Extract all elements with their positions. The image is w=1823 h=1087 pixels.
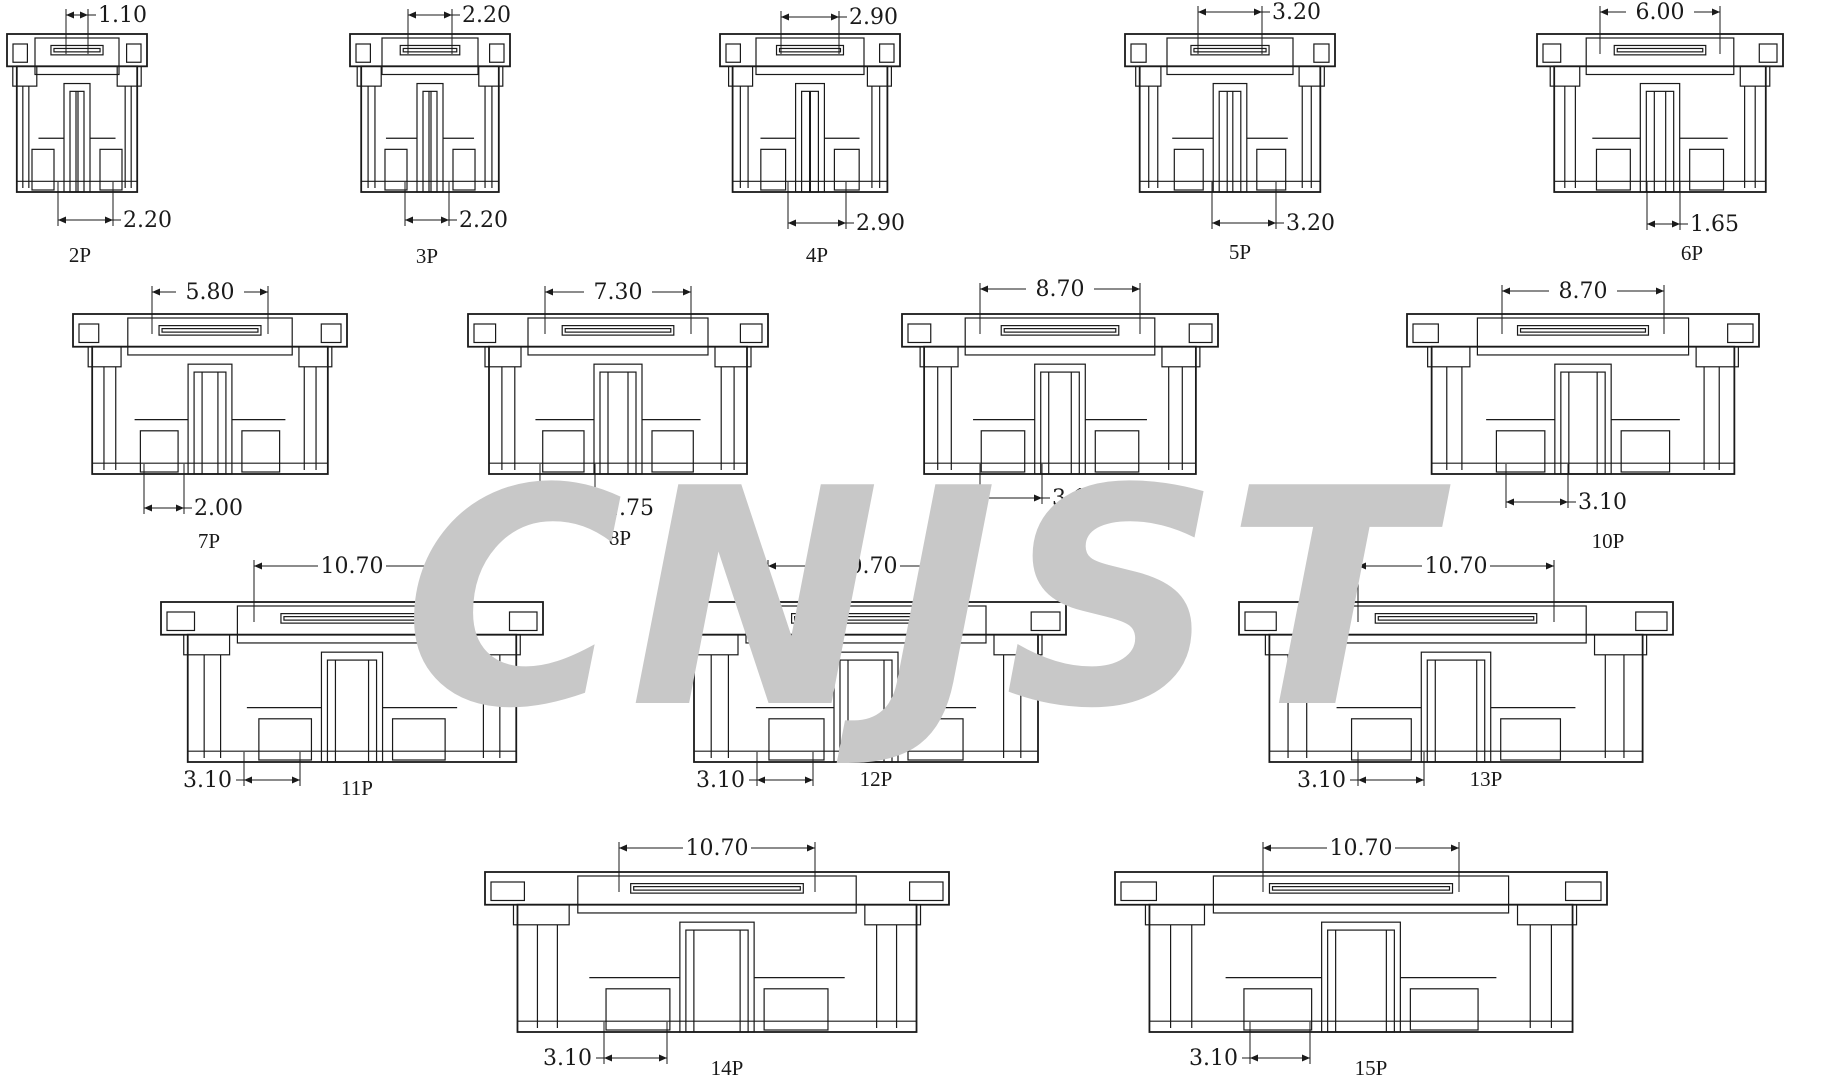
pin-label-4p: 4P [806, 243, 828, 267]
top-dimension-3p: 2.20 [462, 3, 511, 28]
top-dimension-15p: 10.70 [1330, 836, 1393, 861]
connector-2p: 1.10 2.20 2P [6, 3, 172, 267]
bottom-dimension-9p: 3.10 [1052, 486, 1101, 511]
bottom-dimension-3p: 2.20 [459, 208, 508, 233]
connector-4p: 2.90 2.90 4P [719, 5, 905, 267]
pin-label-6p: 6P [1681, 241, 1703, 265]
pin-label-7p: 7P [198, 529, 220, 553]
pin-label-15p: 15P [1355, 1056, 1388, 1080]
connector-5p: 3.20 3.20 5P [1124, 0, 1336, 264]
bottom-dimension-6p: 1.65 [1690, 212, 1739, 237]
pin-label-13p: 13P [1470, 767, 1503, 791]
pin-label-9p: 9P [1063, 524, 1085, 548]
top-dimension-14p: 10.70 [686, 836, 749, 861]
top-dimension-6p: 6.00 [1636, 0, 1685, 25]
pin-label-14p: 14P [711, 1056, 744, 1080]
pin-label-11p: 11P [341, 776, 373, 800]
connector-7p: 5.80 2.00 7P [72, 278, 348, 553]
bottom-dimension-10p: 3.10 [1578, 490, 1627, 515]
pin-label-2p: 2P [69, 243, 91, 267]
bottom-dimension-2p: 2.20 [123, 208, 172, 233]
connector-11p: 10.70 3.10 11P [160, 552, 544, 800]
bottom-dimension-7p: 2.00 [194, 496, 243, 521]
connector-6p: 6.00 1.65 6P [1536, 0, 1784, 265]
top-dimension-7p: 5.80 [186, 280, 235, 305]
connector-14p: 10.70 3.10 14P [484, 834, 950, 1080]
pin-label-8p: 8P [609, 526, 631, 550]
bottom-dimension-4p: 2.90 [856, 211, 905, 236]
bottom-dimension-11p: 3.10 [183, 768, 232, 793]
top-dimension-5p: 3.20 [1272, 0, 1321, 25]
connector-15p: 10.70 3.10 15P [1114, 834, 1608, 1080]
top-dimension-2p: 1.10 [98, 3, 147, 28]
top-dimension-12p: 10.70 [835, 554, 898, 579]
pin-label-3p: 3P [416, 244, 438, 268]
top-dimension-9p: 8.70 [1036, 277, 1085, 302]
connector-8p: 7.30 2.75 8P [467, 278, 769, 550]
top-dimension-8p: 7.30 [594, 280, 643, 305]
bottom-dimension-15p: 3.10 [1189, 1046, 1238, 1071]
connector-12p: 10.70 3.10 12P [665, 552, 1067, 793]
connector-9p: 8.70 3.10 9P [901, 275, 1219, 548]
bottom-dimension-8p: 2.75 [605, 496, 654, 521]
top-dimension-13p: 10.70 [1425, 554, 1488, 579]
bottom-dimension-12p: 3.10 [696, 768, 745, 793]
connector-10p: 8.70 3.10 10P [1406, 277, 1760, 553]
connector-13p: 10.70 3.10 13P [1238, 552, 1674, 793]
pin-label-5p: 5P [1229, 240, 1251, 264]
bottom-dimension-5p: 3.20 [1286, 211, 1335, 236]
bottom-dimension-14p: 3.10 [543, 1046, 592, 1071]
pin-label-12p: 12P [860, 767, 893, 791]
pin-label-10p: 10P [1592, 529, 1625, 553]
top-dimension-11p: 10.70 [321, 554, 384, 579]
top-dimension-10p: 8.70 [1559, 279, 1608, 304]
top-dimension-4p: 2.90 [849, 5, 898, 30]
connector-3p: 2.20 2.20 3P [349, 3, 511, 268]
bottom-dimension-13p: 3.10 [1297, 768, 1346, 793]
